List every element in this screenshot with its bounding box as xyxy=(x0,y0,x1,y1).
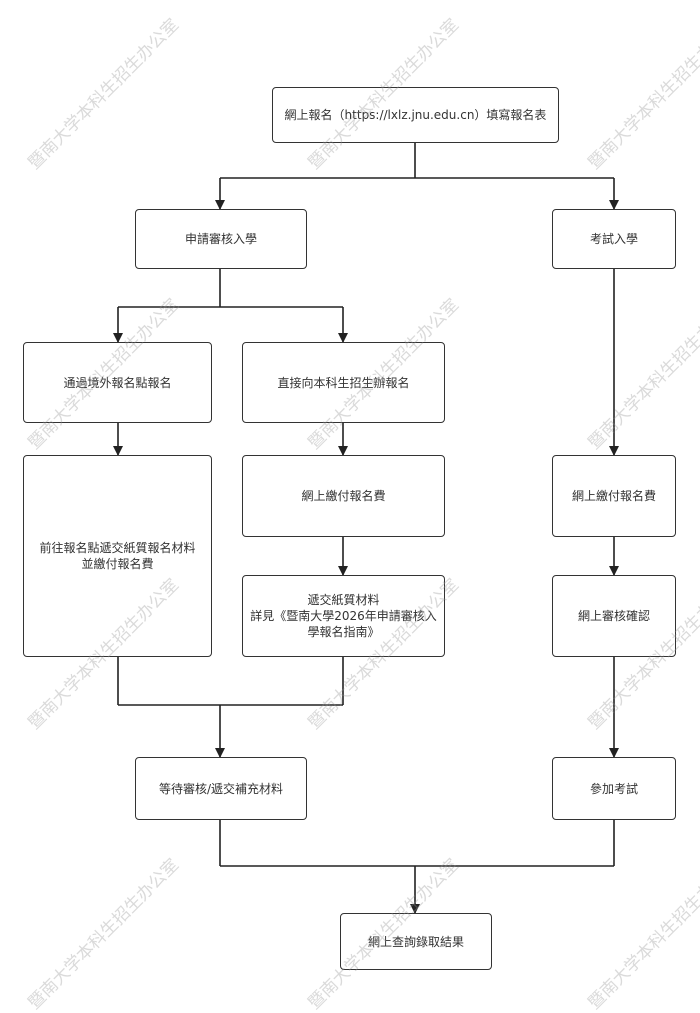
node-label: 網上審核確認 xyxy=(577,609,650,623)
node-label: 網上繳付報名費 xyxy=(301,489,386,503)
node-overseas-point: 通過境外報名點報名 xyxy=(23,342,212,423)
node-check-result: 網上查詢錄取結果 xyxy=(340,913,492,970)
node-label-detail: 詳見《暨南大學2026年申請審核入學報名指南》 xyxy=(250,609,437,639)
node-label: 直接向本科生招生辦報名 xyxy=(277,375,410,390)
connector-review-split xyxy=(118,269,343,308)
connector-merge-left xyxy=(117,657,344,706)
node-submit-paper: 遞交紙質材料詳見《暨南大學2026年申請審核入學報名指南》 xyxy=(242,575,445,657)
node-label: 等待審核/遞交補充材料 xyxy=(158,781,284,796)
node-online-confirm: 網上審核確認 xyxy=(552,575,676,657)
node-go-to-point: 前往報名點遞交紙質報名材料並繳付報名費 xyxy=(23,455,212,657)
node-label: 遞交紙質材料 xyxy=(307,593,380,607)
node-label: 申請審核入學 xyxy=(184,232,257,246)
node-exam-admission: 考試入學 xyxy=(552,209,676,269)
node-label: 網上報名（https://lxlz.jnu.edu.cn）填寫報名表 xyxy=(284,108,547,122)
node-review-admission: 申請審核入學 xyxy=(135,209,307,269)
node-direct-office: 直接向本科生招生辦報名 xyxy=(242,342,445,423)
node-label: 前往報名點遞交紙質報名材料並繳付報名費 xyxy=(39,541,196,571)
node-pay-fee-right: 網上繳付報名費 xyxy=(552,455,676,537)
connector-top-split xyxy=(220,143,614,179)
connector-merge-bottom xyxy=(219,820,615,867)
node-label: 參加考試 xyxy=(589,781,638,796)
node-pay-fee-mid: 網上繳付報名費 xyxy=(242,455,445,537)
node-label: 網上繳付報名費 xyxy=(571,489,656,503)
node-online-register: 網上報名（https://lxlz.jnu.edu.cn）填寫報名表 xyxy=(272,87,559,143)
node-label: 通過境外報名點報名 xyxy=(63,375,172,390)
node-wait-review: 等待審核/遞交補充材料 xyxy=(135,757,307,820)
node-label: 網上查詢錄取結果 xyxy=(367,934,464,949)
node-take-exam: 參加考試 xyxy=(552,757,676,820)
node-label: 考試入學 xyxy=(589,232,638,246)
